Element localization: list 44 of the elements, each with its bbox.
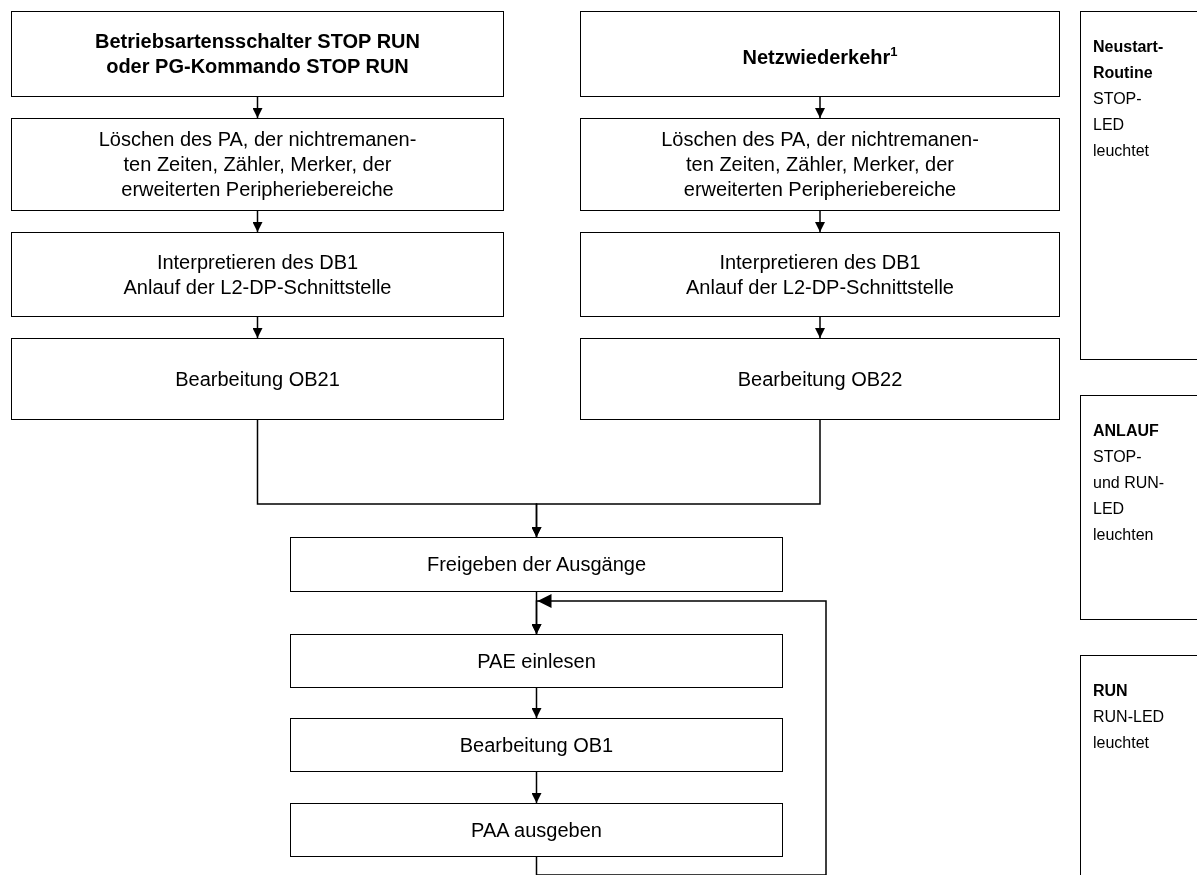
process-box — [580, 232, 1060, 317]
phase-heading: RUN — [1093, 681, 1129, 701]
phase-panel — [1080, 11, 1197, 360]
process-box — [11, 338, 504, 420]
process-label: Anlauf der L2-DP-Schnittstelle — [686, 274, 954, 300]
arrow — [531, 771, 542, 804]
process-box — [290, 803, 783, 857]
process-label: Bearbeitung OB1 — [459, 732, 614, 758]
process-label: Interpretieren des DB1 — [719, 249, 921, 275]
process-box — [580, 338, 1060, 420]
arrow — [252, 96, 263, 119]
arrow — [531, 687, 542, 719]
arrow — [815, 96, 825, 119]
process-box — [580, 11, 1060, 97]
process-box — [290, 634, 783, 688]
process-box — [11, 118, 504, 211]
process-label: Interpretieren des DB1 — [156, 249, 359, 275]
process-label: Bearbeitung OB21 — [175, 366, 340, 392]
phase-panel — [1080, 395, 1197, 620]
process-box — [580, 118, 1060, 211]
process-box — [11, 11, 504, 97]
process-box — [11, 232, 504, 317]
arrow — [531, 419, 821, 538]
process-label: Löschen des PA, der nichtremanen- ten Zeiten, Zähler, Merker, der erweiterten Peripheriebereiche — [97, 127, 418, 202]
process-label: Betriebsartensschalter STOP RUN oder PG-Kommando STOP RUN — [94, 29, 421, 79]
phase-heading: ANLAUF — [1093, 421, 1160, 441]
phase-description: STOP- und RUN-LED leuchten — [1093, 447, 1165, 545]
process-box — [290, 718, 783, 772]
process-label: Netzwiederkehr$^{1}$ — [742, 42, 898, 70]
process-label: Löschen des PA, der nichtremanen- ten Zeiten, Zähler, Merker, der erweiterten Peripheriebereiche — [660, 127, 980, 202]
process-label: Freigeben der Ausgänge — [426, 552, 647, 577]
process-label: Anlauf der L2-DP-Schnittstelle — [123, 274, 392, 300]
phase-description: STOP-LED leuchtet — [1093, 89, 1151, 161]
phase-panel — [1080, 655, 1197, 875]
arrow — [815, 316, 825, 339]
process-label: Bearbeitung OB22 — [737, 366, 903, 392]
arrow — [815, 210, 825, 233]
process-label: PAA ausgeben — [471, 817, 602, 843]
phase-description: RUN-LED leuchtet — [1093, 707, 1165, 753]
process-box — [290, 537, 783, 592]
arrow — [252, 210, 263, 233]
arrow — [252, 316, 263, 339]
phase-heading: Neustart-Routine — [1093, 37, 1165, 83]
process-label: PAE einlesen — [477, 648, 596, 674]
